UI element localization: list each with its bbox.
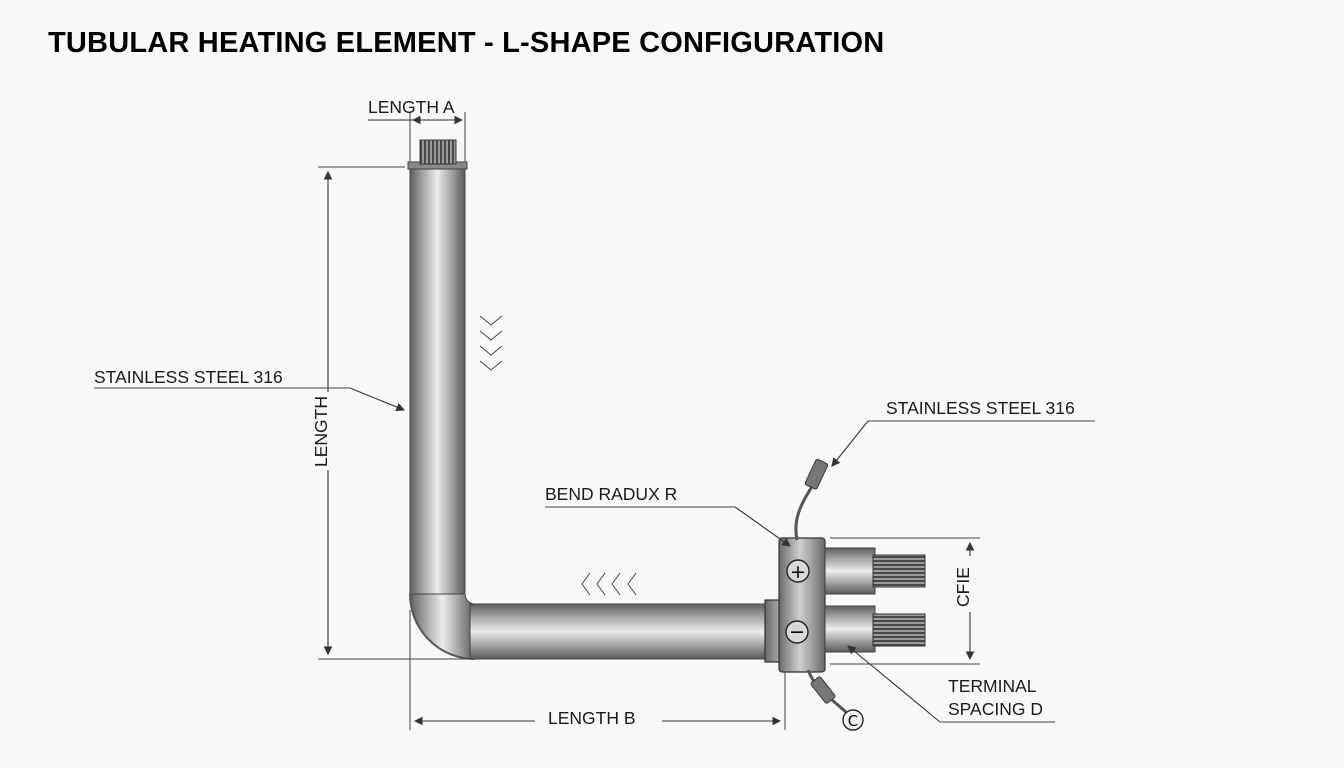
leader-terminal-spacing <box>847 645 1055 723</box>
leader-material-left <box>94 387 406 412</box>
leader-material-right <box>831 420 1095 467</box>
length-b-label: LENGTH B <box>548 708 636 728</box>
dimension-length-vertical <box>318 166 468 660</box>
dimension-cfie <box>830 537 980 665</box>
heat-flow-chevrons-vertical <box>479 315 503 371</box>
heat-flow-chevrons-horizontal <box>581 572 637 596</box>
length-a-label: LENGTH A <box>368 97 455 117</box>
negative-terminal-icon: − <box>785 620 809 644</box>
dimension-length-a <box>368 112 466 162</box>
terminal-spacing-label-line1: TERMINAL <box>948 676 1037 696</box>
terminal-spacing-label-line2: SPACING D <box>948 699 1043 719</box>
heating-tube <box>407 161 771 660</box>
material-label-right: STAINLESS STEEL 316 <box>886 398 1075 418</box>
length-vertical-label: LENGTH <box>311 396 331 467</box>
positive-terminal-stud <box>872 554 926 588</box>
ground-lead <box>806 669 847 714</box>
dimension-length-b <box>409 610 786 730</box>
terminal-block <box>764 537 926 673</box>
lead-wire-top <box>794 458 829 541</box>
svg-text:−: − <box>789 621 805 643</box>
svg-text:+: + <box>790 561 806 583</box>
negative-terminal-stud <box>872 613 926 647</box>
positive-terminal-icon: + <box>786 559 810 583</box>
bend-radius-label: BEND RADUX R <box>545 484 677 504</box>
top-threaded-fitting <box>419 139 457 165</box>
svg-text:C: C <box>848 712 858 730</box>
cfie-label: CFIE <box>953 567 973 607</box>
ground-symbol-icon: C <box>842 709 864 731</box>
material-label-left: STAINLESS STEEL 316 <box>94 367 283 387</box>
diagram-title: TUBULAR HEATING ELEMENT - L-SHAPE CONFIG… <box>48 27 884 59</box>
leader-bend-radius <box>545 506 791 547</box>
